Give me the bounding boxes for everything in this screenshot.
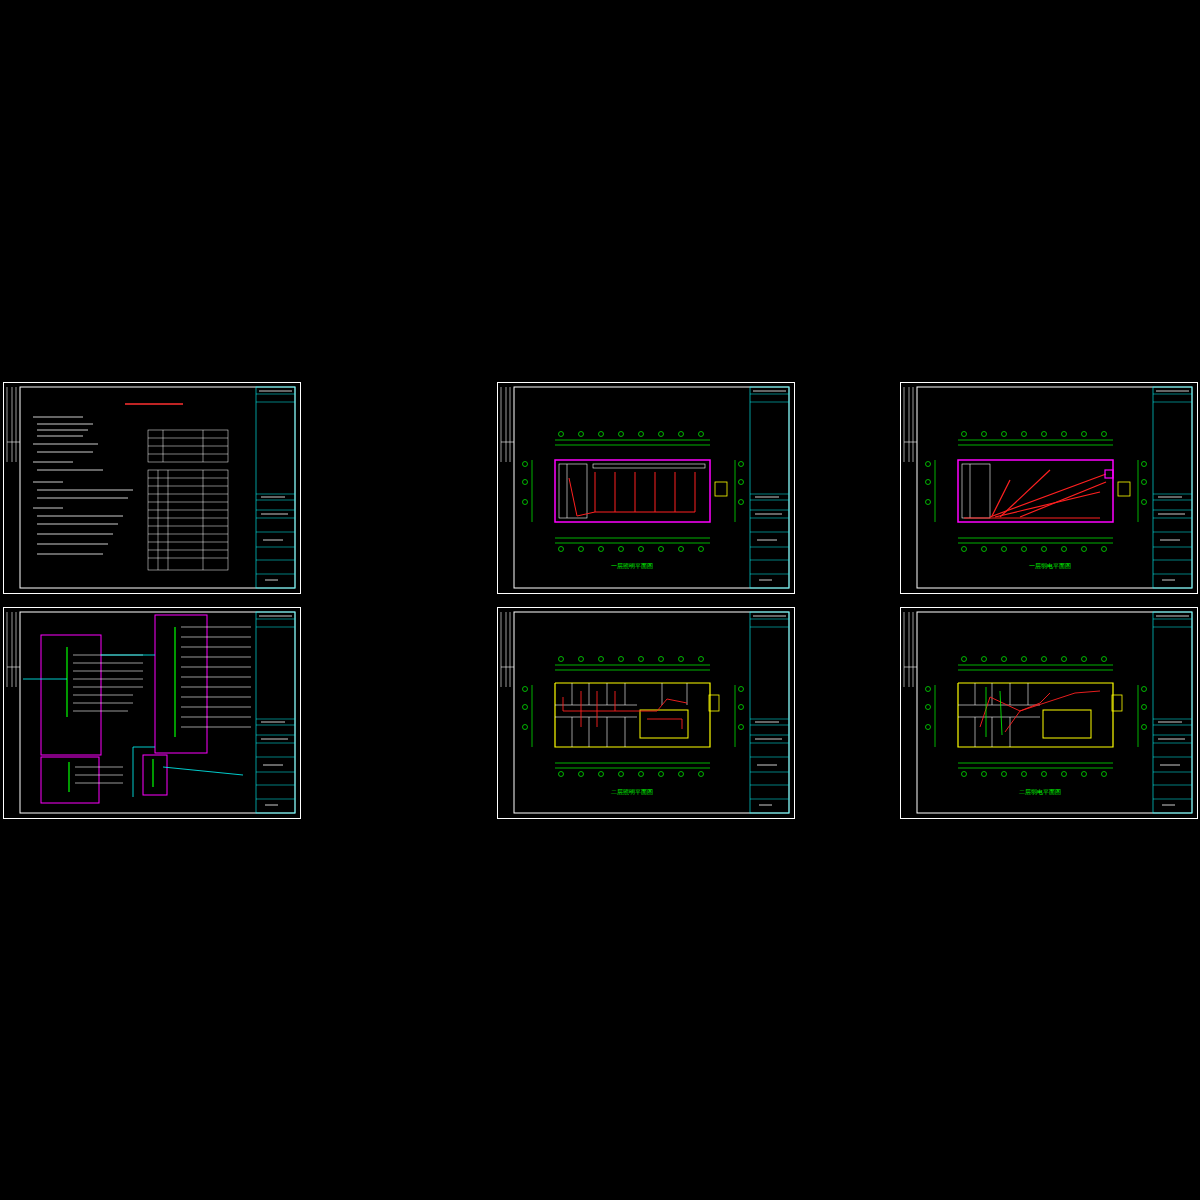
- sheet-title: 一层弱电平面图: [1028, 562, 1072, 571]
- sheet-title: 二层照明平面图: [610, 788, 654, 797]
- sheet-title: 二层弱电平面图: [1018, 788, 1062, 797]
- sheet-title: 一层照明平面图: [610, 562, 654, 571]
